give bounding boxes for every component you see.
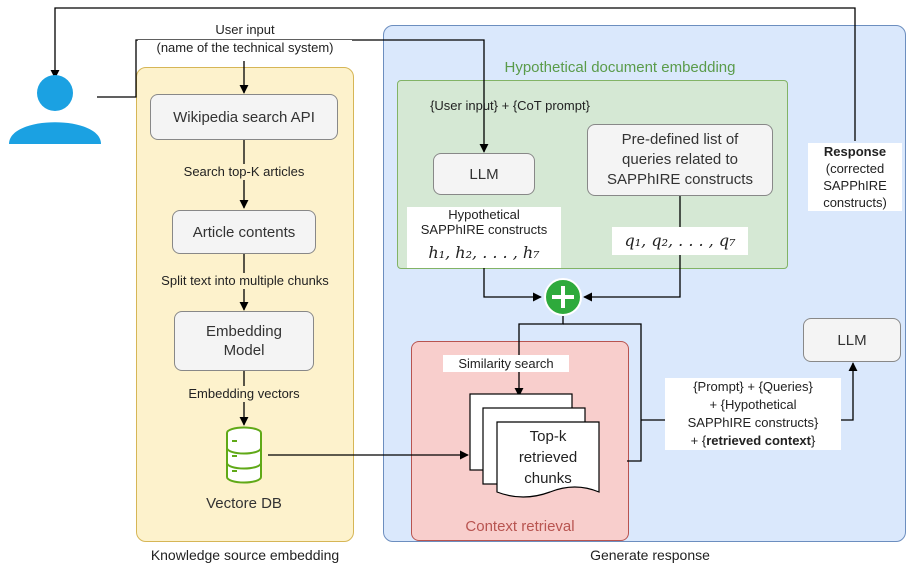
knowledge-source-caption: Knowledge source embedding: [150, 547, 340, 563]
hypothetical-sapphire-label: SAPPhIRE constructs: [407, 222, 561, 237]
hyde-title: Hypothetical document embedding: [504, 59, 736, 76]
generation-llm-box: LLM: [803, 318, 901, 362]
arrow-response-to-user: [50, 7, 856, 141]
hyde-llm-box: LLM: [433, 153, 535, 195]
embedding-model-box: Embedding Model: [174, 311, 314, 371]
user-icon: [9, 75, 101, 144]
prompt-assembly-label: {Prompt} + {Queries} + {Hypothetical SAP…: [665, 378, 841, 450]
user-input-label: User input: [205, 22, 285, 38]
retrieved-context-line: + {retrieved context}: [690, 433, 816, 448]
search-top-k-label: Search top-K articles: [150, 164, 338, 180]
wikipedia-search-box: Wikipedia search API: [150, 94, 338, 140]
predefined-queries-box: Pre-defined list of queries related to S…: [587, 124, 773, 196]
generate-response-caption: Generate response: [590, 547, 710, 563]
context-retrieval-title: Context retrieval: [465, 518, 575, 535]
query-q-vector: q₁, q₂, . . . , q₇: [612, 227, 748, 255]
embedding-vectors-label: Embedding vectors: [164, 386, 324, 402]
top-k-chunks-label: Top-k retrieved chunks: [518, 428, 578, 487]
user-input-sub-label: (name of the technical system): [138, 40, 352, 56]
similarity-search-label: Similarity search: [443, 355, 569, 372]
hyde-input-label: {User input} + {CoT prompt}: [430, 98, 590, 113]
vector-db-label: Vectore DB: [206, 495, 282, 512]
article-contents-box: Article contents: [172, 210, 316, 254]
document-stack-icon: [469, 393, 600, 498]
plus-icon: [544, 278, 582, 316]
arrow-chunks-to-llm: [563, 323, 642, 462]
arrow-user-to-llm: [97, 39, 489, 153]
split-text-label: Split text into multiple chunks: [140, 273, 350, 289]
arrow-hyp-to-plus: [483, 268, 542, 302]
arrow-plus-loop: [518, 316, 564, 360]
hypothetical-h-vector: h₁, h₂, . . . , h₇: [407, 237, 561, 268]
database-icon: [226, 426, 262, 484]
response-label: Response (corrected SAPPhIRE constructs): [808, 143, 902, 211]
hypothetical-label: Hypothetical: [407, 207, 561, 222]
